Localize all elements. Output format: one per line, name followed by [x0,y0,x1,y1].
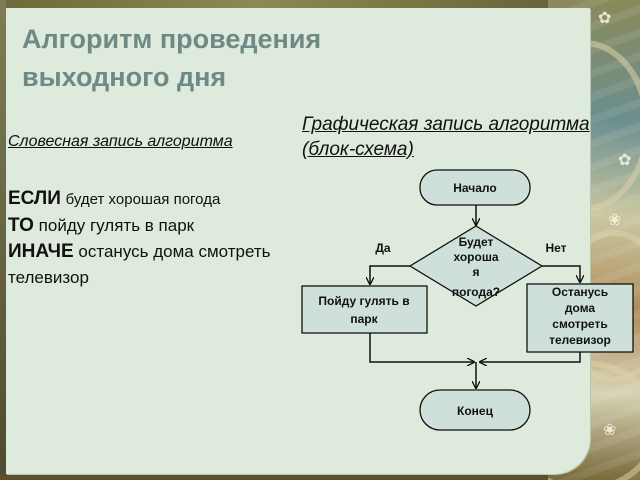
flowchart-heading: Графическая запись алгоритма (блок-схема… [302,114,590,160]
else-keyword: ИНАЧЕ [8,241,74,262]
swirl-ornament [548,40,640,212]
frame-left [0,0,6,480]
then-action-text: пойду гулять в парк [38,216,195,235]
flower-icon: ❀ [603,422,617,439]
flower-icon: ✿ [618,152,632,169]
flower-icon: ❀ [608,212,622,229]
frame-top [0,0,640,8]
else-action-text: останусь дома смотреть телевизор [8,242,271,287]
if-keyword: ЕСЛИ [8,188,61,209]
flower-icon: ✿ [598,10,612,27]
if-condition-text: будет хорошая погода [65,191,221,208]
swirl-ornament [548,360,640,480]
frame-bottom [0,474,640,480]
slide-title: Алгоритм проведения выходного дня [22,24,322,92]
then-keyword: ТО [8,215,34,236]
flower-icon: ✿ [618,332,632,349]
verbal-algorithm-body: ЕСЛИ будет хорошая погода ТО пойду гулят… [8,186,278,291]
verbal-algorithm-heading: Словесная запись алгоритма [8,133,233,150]
